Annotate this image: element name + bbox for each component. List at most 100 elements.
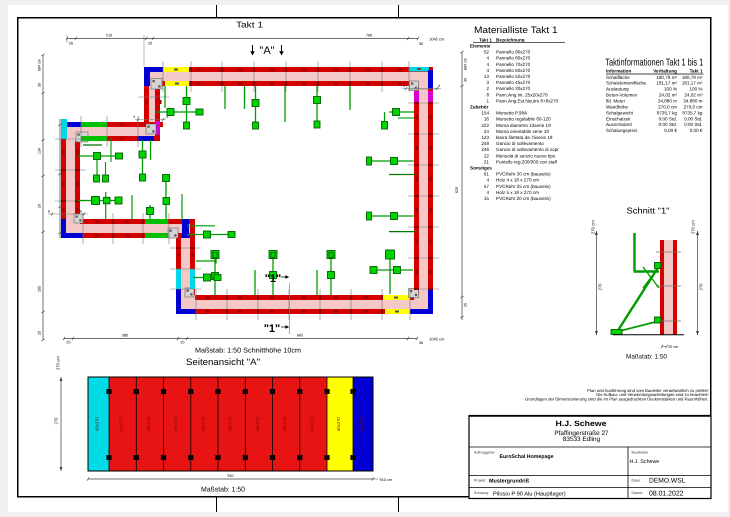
svg-text:4: 4 [486,62,489,67]
svg-text:Pilosio P 90 Alu (Hauptlager): Pilosio P 90 Alu (Hauptlager) [493,491,566,498]
svg-text:Pann.Ang.Int. 25x20x270: Pann.Ang.Int. 25x20x270 [496,92,548,97]
svg-text:2: 2 [486,86,489,91]
svg-text:90x270: 90x270 [200,416,205,430]
svg-text:0,00 €: 0,00 € [664,128,677,133]
svg-text:1: 1 [486,98,489,103]
svg-text:Materialliste Takt 1: Materialliste Takt 1 [474,24,558,35]
svg-text:Einschalzeit: Einschalzeit [606,116,631,121]
svg-text:Maßstab: 1:50: Maßstab: 1:50 [626,354,667,361]
svg-text:100 %: 100 % [689,87,702,92]
svg-text:Zubehör: Zubehör [470,105,489,110]
svg-text:90x270: 90x270 [119,416,124,430]
svg-text:Taktinformationen Takt 1 bis: Taktinformationen Takt 1 bis 1 [605,57,703,68]
svg-text:629: 629 [455,187,459,193]
svg-text:Projekt:: Projekt: [474,479,486,483]
svg-text:15: 15 [484,196,490,201]
svg-text:25: 25 [38,331,42,335]
svg-text:"1": "1" [265,273,282,285]
svg-text:6: 6 [80,210,82,214]
svg-text:Pannello 50x270: Pannello 50x270 [496,74,531,79]
svg-text:Beton-Volumen: Beton-Volumen [606,93,638,98]
svg-text:30: 30 [419,341,423,345]
svg-text:Holz 4 x 18 x 270 cm: Holz 4 x 18 x 270 cm [496,178,539,183]
svg-text:Pann.Ang.Est.Neutro 8+8x270: Pann.Ang.Est.Neutro 8+8x270 [496,98,559,103]
svg-text:Maßstab: 1:50 Schnitthöhe 10: Maßstab: 1:50 Schnitthöhe 10cm [195,347,301,355]
svg-text:08.01.2022: 08.01.2022 [649,491,684,498]
svg-text:24: 24 [484,129,490,134]
svg-text:34,880 m: 34,880 m [658,99,677,104]
svg-text:270 cm: 270 cm [56,356,61,370]
svg-text:248: 248 [481,141,489,146]
svg-text:Mensola di serizio nuovo tipo: Mensola di serizio nuovo tipo [496,153,556,158]
svg-text:16: 16 [484,117,490,122]
svg-text:Grundlagen der Dimensionierung: Grundlagen der Dimensionierung sind die … [525,396,708,401]
svg-text:Verhaltung: Verhaltung [653,69,677,74]
svg-text:61: 61 [484,172,490,177]
svg-text:Schalung:: Schalung: [474,491,489,495]
svg-text:4: 4 [133,115,135,119]
svg-text:H.J. Schewe: H.J. Schewe [630,459,660,465]
svg-text:90x270: 90x270 [173,416,178,430]
svg-text:Auftraggeber: Auftraggeber [474,451,496,455]
svg-text:270: 270 [54,417,59,425]
svg-text:52: 52 [484,50,490,55]
svg-text:210: 210 [106,34,112,38]
svg-text:4: 4 [486,56,489,61]
svg-text:90x270: 90x270 [255,416,260,430]
svg-text:0:00 Std.: 0:00 Std. [659,116,677,121]
svg-text:6: 6 [48,210,50,214]
svg-text:60x270: 60x270 [95,416,100,430]
svg-text:"A": "A" [259,45,274,57]
svg-text:Pannello 60x270: Pannello 60x270 [496,68,531,73]
svg-text:Elemente: Elemente [470,44,491,49]
svg-text:Puntello reg.200/300 con staff: Puntello reg.200/300 con staff [496,159,558,164]
svg-text:Morsa diametro 13serie 19: Morsa diametro 13serie 19 [496,123,551,128]
svg-text:Pannello 30x270: Pannello 30x270 [496,86,531,91]
svg-text:90x270: 90x270 [146,416,151,430]
svg-text:90x270: 90x270 [282,416,287,430]
svg-text:665: 665 [297,334,303,338]
svg-text:20: 20 [148,42,152,46]
svg-text:246: 246 [481,147,489,152]
svg-text:Barra filettata da 75serie 19: Barra filettata da 75serie 19 [496,135,553,140]
svg-text:270,0 cm: 270,0 cm [658,104,677,109]
svg-text:13: 13 [484,74,490,79]
svg-text:25 cm: 25 cm [668,345,678,349]
svg-text:Pfaffingerstraße 27: Pfaffingerstraße 27 [554,430,609,437]
svg-text:Schalgewicht: Schalgewicht [606,110,634,115]
svg-text:Schalelementfläche: Schalelementfläche [606,81,647,86]
svg-text:22: 22 [484,153,490,158]
svg-text:134: 134 [38,148,42,154]
svg-text:90x270: 90x270 [309,416,314,430]
svg-text:30: 30 [464,78,468,82]
svg-text:PVCRohr 30 cm (bauseits): PVCRohr 30 cm (bauseits) [496,172,551,177]
svg-text:180,79 m²: 180,79 m² [656,75,677,80]
svg-text:PVCRohr 25 cm (bauseits): PVCRohr 25 cm (bauseits) [496,184,551,189]
svg-text:181,17 m²: 181,17 m² [682,81,703,86]
svg-text:83533 Edling: 83533 Edling [563,436,601,443]
svg-text:Holz 5 x 18 x 270 cm: Holz 5 x 18 x 270 cm [496,190,539,195]
svg-text:Information: Information [606,69,631,74]
svg-text:Datum:: Datum: [632,491,644,495]
svg-text:Ausschalzeit: Ausschalzeit [606,122,633,127]
svg-text:Takt 1: Takt 1 [479,38,492,43]
svg-text:8: 8 [486,92,489,97]
svg-text:380: 380 [122,334,128,338]
svg-text:4: 4 [486,178,489,183]
svg-text:Maßstab: 1:50: Maßstab: 1:50 [201,486,245,494]
svg-text:4: 4 [486,68,489,73]
svg-text:30: 30 [419,42,423,46]
svg-text:100 %: 100 % [664,87,677,92]
svg-text:lfd. Meter: lfd. Meter [606,99,626,104]
svg-text:270,0 cm: 270,0 cm [684,104,703,109]
svg-text:760: 760 [366,34,372,38]
svg-text:Morsetto regolabile 60-120: Morsetto regolabile 60-120 [496,117,551,122]
svg-text:25: 25 [66,341,70,345]
svg-text:270: 270 [598,283,603,291]
svg-text:34,880 m: 34,880 m [683,99,702,104]
svg-text:EuroSchal Homepage: EuroSchal Homepage [500,454,554,460]
svg-text:4: 4 [166,115,168,119]
svg-text:Wandhöhe: Wandhöhe [606,104,628,109]
svg-text:Schalungspreis: Schalungspreis [606,128,638,133]
svg-text:Schnitt "1": Schnitt "1" [627,206,670,216]
